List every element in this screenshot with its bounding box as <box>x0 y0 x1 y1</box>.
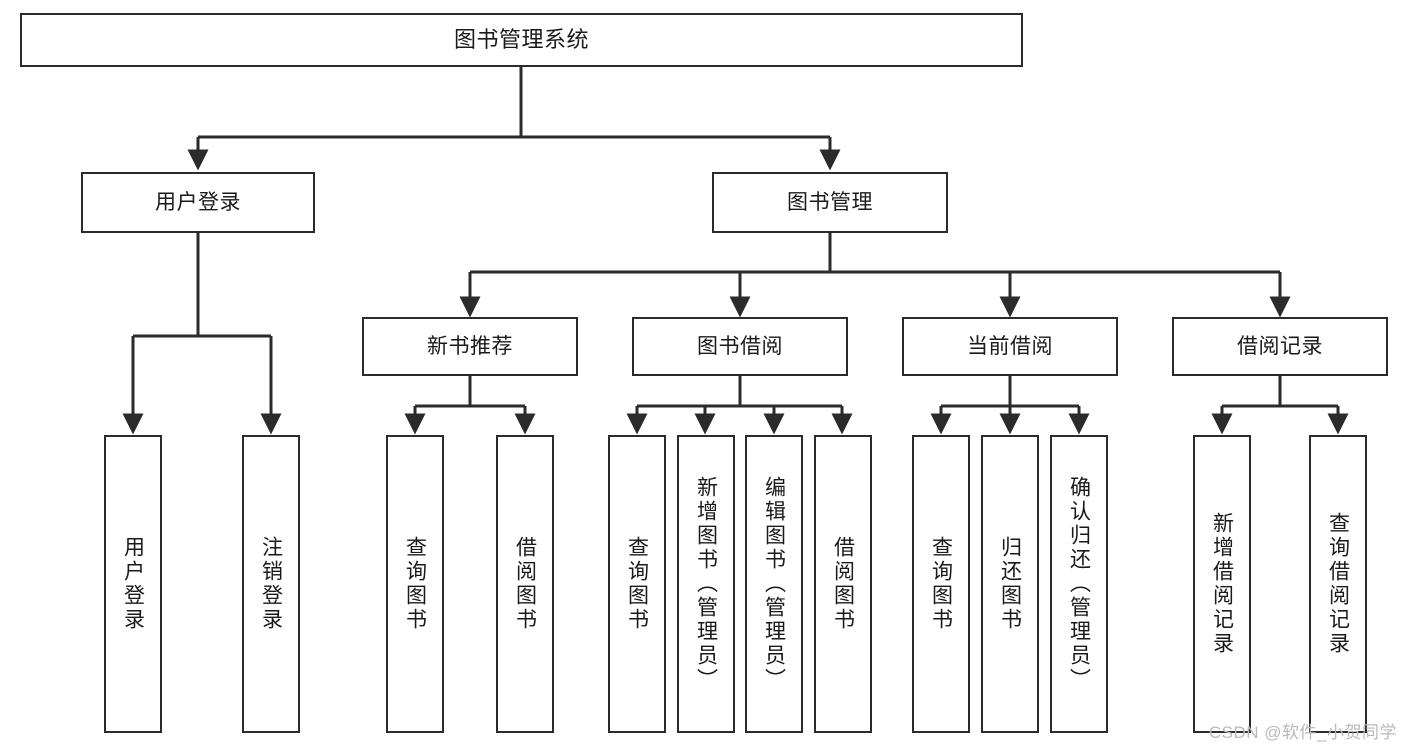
node-current-borrow[interactable]: 当前借阅 <box>902 317 1118 376</box>
node-label: 借阅图书 <box>513 536 537 632</box>
node-user-login[interactable]: 用户登录 <box>81 172 315 233</box>
node-label: 查询图书 <box>625 536 649 632</box>
node-book-borrow[interactable]: 图书借阅 <box>632 317 848 376</box>
node-new-book-recommend[interactable]: 新书推荐 <box>362 317 578 376</box>
leaf-current-return-book[interactable]: 归还图书 <box>981 435 1039 733</box>
node-label: 归还图书 <box>998 536 1022 632</box>
leaf-user-logout[interactable]: 注销登录 <box>242 435 300 733</box>
node-label: 注销登录 <box>259 536 283 632</box>
leaf-borrow-query-book[interactable]: 查询图书 <box>608 435 666 733</box>
leaf-current-confirm-return-admin[interactable]: 确认归还（管理员） <box>1050 435 1108 733</box>
leaf-borrow-add-book-admin[interactable]: 新增图书（管理员） <box>677 435 735 733</box>
node-label: 新书推荐 <box>427 334 513 358</box>
node-label: 新增借阅记录 <box>1210 512 1234 656</box>
node-label: 编辑图书（管理员） <box>762 476 786 692</box>
node-label: 图书管理 <box>787 190 873 214</box>
leaf-newbook-query-book[interactable]: 查询图书 <box>386 435 444 733</box>
leaf-newbook-borrow-book[interactable]: 借阅图书 <box>496 435 554 733</box>
leaf-user-login[interactable]: 用户登录 <box>104 435 162 733</box>
node-label: 图书借阅 <box>697 334 783 358</box>
leaf-records-add-record[interactable]: 新增借阅记录 <box>1193 435 1251 733</box>
node-borrow-records[interactable]: 借阅记录 <box>1172 317 1388 376</box>
csdn-watermark: CSDN @软件_小贺同学 <box>1208 723 1397 742</box>
node-label: 图书管理系统 <box>453 26 589 52</box>
node-label: 查询图书 <box>403 536 427 632</box>
node-label: 当前借阅 <box>967 334 1053 358</box>
node-root-system[interactable]: 图书管理系统 <box>20 13 1023 67</box>
leaf-records-query-record[interactable]: 查询借阅记录 <box>1309 435 1367 733</box>
leaf-current-query-book[interactable]: 查询图书 <box>912 435 970 733</box>
node-label: 查询借阅记录 <box>1326 512 1350 656</box>
node-book-management[interactable]: 图书管理 <box>712 172 948 233</box>
node-label: 查询图书 <box>929 536 953 632</box>
node-label: 借阅记录 <box>1237 334 1323 358</box>
node-label: 确认归还（管理员） <box>1067 476 1091 692</box>
leaf-borrow-edit-book-admin[interactable]: 编辑图书（管理员） <box>745 435 803 733</box>
node-label: 借阅图书 <box>831 536 855 632</box>
node-label: 用户登录 <box>155 190 241 214</box>
node-label: 用户登录 <box>121 536 145 632</box>
node-label: 新增图书（管理员） <box>694 476 718 692</box>
leaf-borrow-borrow-book[interactable]: 借阅图书 <box>814 435 872 733</box>
